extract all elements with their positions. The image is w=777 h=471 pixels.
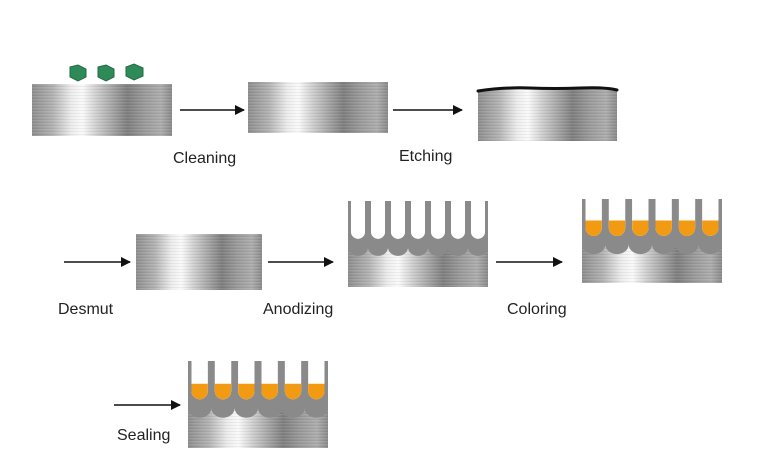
step-label-anodizing: Anodizing	[263, 301, 333, 318]
step-label-cleaning: Cleaning	[173, 150, 236, 167]
metal-texture	[478, 87, 617, 141]
dye-in-pore	[284, 383, 302, 400]
dye-in-pore	[261, 383, 278, 400]
step-label-sealing: Sealing	[117, 427, 170, 444]
anodized-aluminum-block	[348, 201, 488, 287]
oxide-layer	[188, 361, 328, 418]
dye-in-pore	[585, 220, 602, 236]
dye-in-pore	[238, 383, 255, 400]
dye-in-pore	[308, 383, 325, 400]
step-label-desmut: Desmut	[58, 301, 114, 318]
desmutted-aluminum-block	[136, 234, 262, 290]
cleaned-aluminum-block	[248, 82, 388, 133]
oxide-layer	[348, 201, 488, 256]
raw-aluminum-block	[32, 63, 172, 136]
dye-in-pore	[655, 220, 672, 236]
pore	[371, 201, 385, 239]
etched-aluminum-block	[476, 86, 619, 141]
contaminant-particle	[97, 64, 115, 82]
dye-in-pore	[678, 220, 696, 236]
metal-texture	[136, 234, 262, 290]
step-label-etching: Etching	[399, 148, 452, 165]
pore	[451, 201, 465, 239]
colored-aluminum-block	[582, 199, 722, 283]
oxide-layer	[582, 199, 722, 255]
dye-in-pore	[632, 220, 649, 236]
pore	[391, 201, 405, 239]
dye-in-pore	[191, 383, 208, 400]
dye-in-pore	[702, 220, 719, 236]
sealed-aluminum-block	[188, 361, 328, 448]
pore	[431, 201, 445, 239]
contaminant-particle	[69, 64, 87, 82]
pore	[351, 201, 365, 239]
dye-in-pore	[214, 383, 232, 400]
pore	[411, 201, 425, 239]
metal-texture	[248, 82, 388, 133]
metal-texture	[32, 84, 172, 136]
step-label-coloring: Coloring	[507, 301, 567, 318]
pore	[471, 201, 486, 239]
contaminant-particle	[125, 63, 144, 81]
dye-in-pore	[608, 220, 626, 236]
etched-surface	[476, 86, 619, 93]
